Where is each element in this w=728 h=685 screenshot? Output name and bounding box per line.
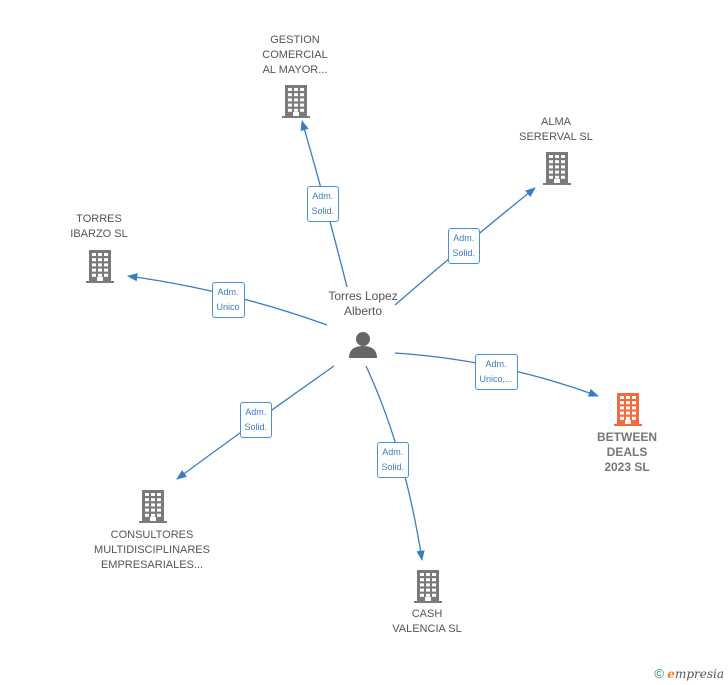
center-person-name[interactable]: Torres Lopez Alberto — [328, 289, 398, 318]
footer-brand: © empresia — [654, 666, 724, 681]
copyright-symbol: © — [654, 666, 664, 681]
relation-label-gestion: Adm. Solid. — [306, 186, 340, 222]
brand-logo: empresia — [667, 667, 724, 681]
relation-label-between: Adm. Unico,... — [474, 354, 518, 390]
company-name-gestion[interactable]: GESTION COMERCIAL AL MAYOR... — [262, 33, 328, 76]
company-name-torres[interactable]: TORRES IBARZO SL — [70, 213, 128, 240]
building-icon — [139, 490, 167, 523]
relation-label-torres: Adm. Unico — [211, 282, 245, 318]
building-icon — [86, 250, 114, 283]
relation-label-consultores: Adm. Solid. — [239, 402, 273, 438]
person-icon — [349, 332, 377, 358]
company-name-cash[interactable]: CASH VALENCIA SL — [392, 608, 462, 635]
building-icon — [414, 570, 442, 603]
building-icon — [543, 152, 571, 185]
company-name-alma[interactable]: ALMA SERERVAL SL — [519, 116, 593, 143]
company-name-consultores[interactable]: CONSULTORES MULTIDISCIPLINARES EMPRESARI… — [94, 528, 210, 571]
relation-label-alma: Adm. Solid. — [447, 228, 481, 264]
building-icon — [614, 393, 642, 426]
relation-label-cash: Adm. Solid. — [376, 442, 410, 478]
company-name-between[interactable]: BETWEEN DEALS 2023 SL — [597, 429, 657, 474]
building-icon — [282, 85, 310, 118]
